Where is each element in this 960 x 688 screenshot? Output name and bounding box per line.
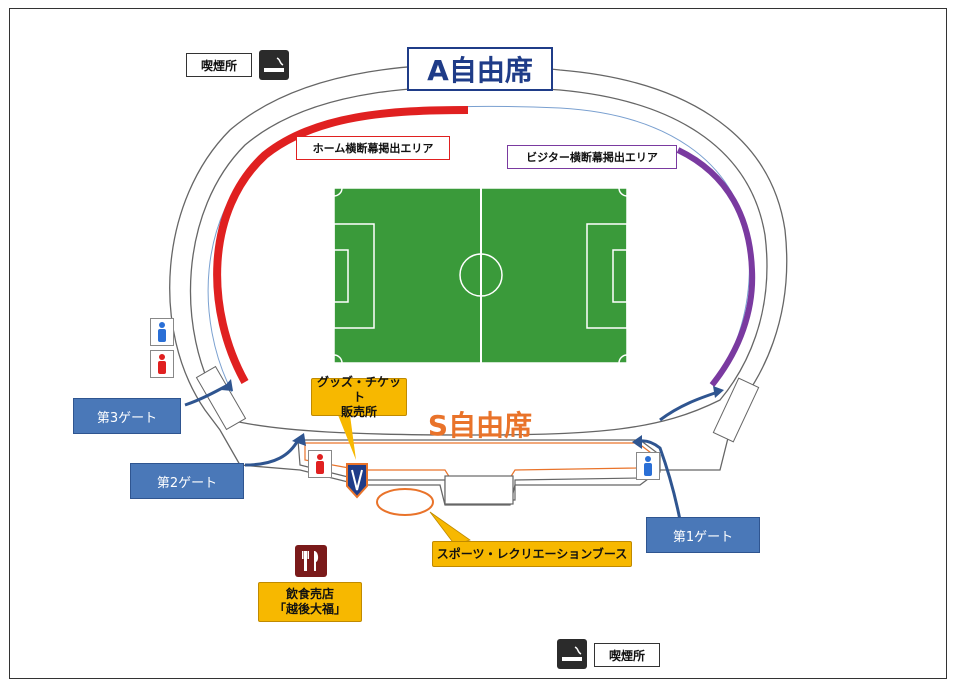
cutlery-icon [295, 545, 327, 577]
corner-arcs [333, 187, 628, 364]
visitor-banner-arc [676, 147, 756, 387]
goods-ticket-line1: グッズ・チケット [316, 374, 401, 404]
gate1-building [712, 377, 760, 443]
gate1b-arrowhead [713, 386, 724, 398]
team-crest [346, 463, 368, 499]
gate1-arrow [635, 439, 682, 521]
gate3-arrowhead [221, 379, 233, 391]
seat-s-label: S自由席 [427, 409, 533, 442]
seat-a-label: A自由席 [407, 47, 553, 91]
smoking-area-label-bottom: 喫煙所 [594, 643, 660, 667]
male-toilet-icon [636, 452, 660, 480]
gate3-label: 第3ゲート [73, 398, 181, 434]
gate3-building [195, 365, 247, 431]
smoking-area-label-top: 喫煙所 [186, 53, 252, 77]
stadium-inner-ring [189, 85, 768, 436]
map-frame [9, 8, 947, 679]
gate1b-arrow [659, 390, 719, 422]
booth-location [376, 488, 434, 516]
food-stand-line1: 飲食売店 [285, 587, 334, 601]
female-toilet-icon [150, 350, 174, 378]
gate2-arrowhead [292, 433, 306, 446]
smoking-icon [259, 50, 289, 80]
food-stand-callout: 飲食売店 「越後大福」 [258, 582, 362, 622]
goal-box-left [333, 249, 349, 303]
gate2-label: 第2ゲート [130, 463, 244, 499]
sports-booth-callout: スポーツ・レクリエーションブース [432, 541, 632, 567]
goods-callout-pointer [338, 415, 356, 460]
food-stand-line2: 「越後大福」 [273, 602, 346, 616]
home-banner-area-label: ホーム横断幕掲出エリア [296, 136, 450, 160]
visitor-banner-area-label: ビジター横断幕掲出エリア [507, 145, 677, 169]
male-toilet-icon [150, 318, 174, 346]
goal-box-right [612, 249, 628, 303]
gate2-arrow [244, 439, 300, 467]
smoking-icon [557, 639, 587, 669]
goods-ticket-callout: グッズ・チケット 販売所 [311, 374, 407, 419]
gate1-label: 第1ゲート [646, 517, 760, 553]
gate1-arrowhead [632, 435, 642, 449]
s-stand-box [444, 475, 514, 505]
goods-ticket-line2: 販売所 [340, 404, 377, 419]
female-toilet-icon [308, 450, 332, 478]
center-circle [459, 253, 503, 297]
home-banner-arc [213, 106, 469, 384]
